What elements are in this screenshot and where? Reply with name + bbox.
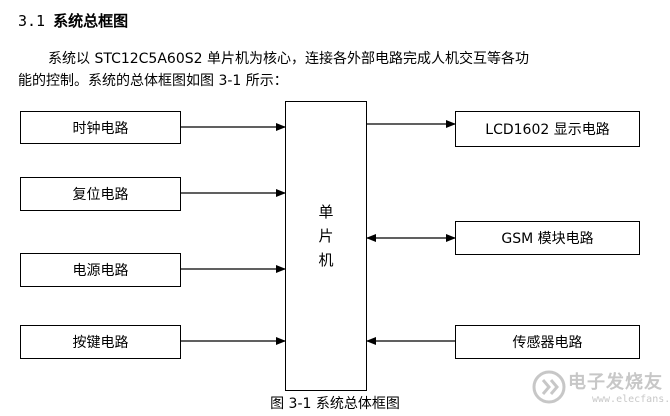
block-label: 电源电路 — [72, 263, 129, 279]
mcu-label-char: 机 — [318, 251, 334, 269]
mcu-label-char: 片 — [318, 227, 334, 245]
block-label: GSM 模块电路 — [501, 231, 594, 247]
figure-caption: 图 3-1 系统总体框图 — [270, 396, 400, 412]
intro-paragraph: 系统以 STC12C5A60S2 单片机为核心，连接各外部电路完成人机交互等各功… — [18, 48, 658, 92]
block-label: 传感器电路 — [512, 335, 583, 351]
block-keys-circuit: 按键电路 — [20, 325, 181, 359]
watermark-text: 电子发烧友 — [568, 372, 663, 393]
paragraph-line-2: 能的控制。系统的总体框图如图 3-1 所示： — [18, 73, 288, 89]
block-lcd1602-display-circuit: LCD1602 显示电路 — [455, 111, 640, 147]
block-label: 复位电路 — [72, 187, 129, 203]
block-label: 按键电路 — [72, 335, 129, 351]
block-sensor-circuit: 传感器电路 — [455, 325, 640, 359]
paragraph-line-1: 系统以 STC12C5A60S2 单片机为核心，连接各外部电路完成人机交互等各功 — [48, 51, 529, 67]
block-label: LCD1602 显示电路 — [485, 122, 610, 138]
mcu-label-char: 单 — [318, 203, 334, 221]
mcu-label: 单 片 机 — [286, 200, 366, 272]
watermark: 电子发烧友 www.elecfans.com — [532, 366, 670, 414]
block-reset-circuit: 复位电路 — [20, 177, 181, 211]
watermark-url: www.elecfans.com — [592, 394, 670, 405]
block-power-circuit: 电源电路 — [20, 253, 181, 287]
block-gsm-module-circuit: GSM 模块电路 — [455, 221, 640, 255]
block-clock-circuit: 时钟电路 — [20, 111, 181, 144]
watermark-logo-icon — [532, 370, 566, 404]
block-mcu: 单 片 机 — [285, 101, 367, 391]
section-number: 3.1 — [18, 12, 46, 30]
section-title: 系统总框图 — [53, 12, 129, 30]
block-label: 时钟电路 — [72, 120, 129, 137]
section-heading: 3.1 系统总框图 — [18, 10, 128, 31]
